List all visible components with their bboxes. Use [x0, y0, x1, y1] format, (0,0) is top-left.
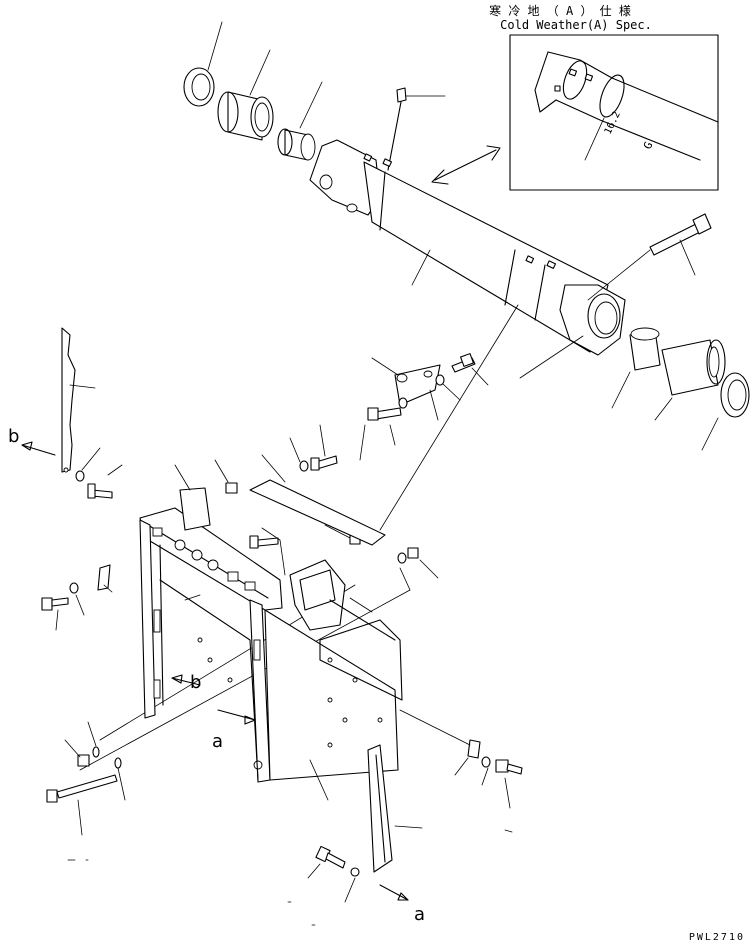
flat-bar — [249, 454, 386, 546]
cold-weather-inset: 寒 冷 地 （ A ） 仕 様 Cold Weather(A) Spec. 16… — [489, 3, 719, 191]
washer-nut-right — [397, 547, 439, 591]
small-bracket-middle — [371, 357, 441, 421]
inset-title-en: Cold Weather(A) Spec. — [500, 18, 652, 32]
view-arrow-a-frame: a — [212, 709, 256, 752]
bolt-middle-2 — [359, 397, 408, 461]
nut-lower-left — [64, 739, 90, 767]
bolt-frame-upper — [249, 527, 286, 576]
main-tube — [309, 139, 626, 356]
inset-bracket — [534, 51, 557, 113]
view-label-a-frame: a — [212, 731, 223, 752]
seal-ring-right — [701, 372, 750, 451]
nut-frame — [214, 459, 238, 494]
inset-leader — [584, 117, 605, 161]
view-label-b-left: b — [8, 426, 19, 447]
view-arrow-a-bottom: a — [379, 884, 425, 925]
bushing-outer-right — [654, 339, 726, 421]
clip-left — [97, 564, 113, 593]
side-plate-left — [61, 327, 96, 473]
seal-ring-top — [183, 21, 223, 107]
bolt-right-lower — [481, 756, 523, 809]
bracket-assembly — [289, 559, 396, 641]
bolt-middle-3 — [289, 424, 338, 472]
bolt-left-upper — [75, 447, 123, 499]
tick-marks — [67, 859, 316, 926]
svg-text:G: G — [641, 140, 656, 151]
washer-lower-left — [87, 721, 100, 758]
grease-fitting — [387, 87, 446, 171]
inset-frame — [509, 34, 719, 191]
reference-double-arrow — [431, 145, 501, 185]
clip-right-lower — [399, 709, 481, 776]
view-arrow-b-left: b — [8, 426, 56, 456]
bolt-bottom — [307, 845, 360, 903]
bushing-outer-top — [217, 49, 274, 141]
inset-marking: 16.2 — [603, 110, 623, 136]
long-bolt-upper — [587, 213, 712, 301]
view-arrow-b-frame: b — [171, 672, 201, 693]
bushing-inner-top — [277, 81, 323, 161]
tube-leader — [411, 249, 431, 286]
drawing-number: PWL2710 — [689, 932, 745, 943]
inset-title-jp: 寒 冷 地 （ A ） 仕 様 — [489, 3, 631, 18]
view-label-b-frame: b — [190, 672, 201, 693]
view-label-a-bottom: a — [414, 904, 425, 925]
main-frame — [139, 464, 403, 801]
washer-lower-mid — [114, 757, 126, 801]
bolt-left-middle — [41, 582, 85, 631]
bolt-middle-1 — [451, 353, 489, 386]
washer-middle — [435, 374, 461, 401]
bushing-inner-right — [611, 327, 661, 409]
lower-bar — [367, 744, 513, 873]
long-bolt-lower — [46, 774, 118, 836]
